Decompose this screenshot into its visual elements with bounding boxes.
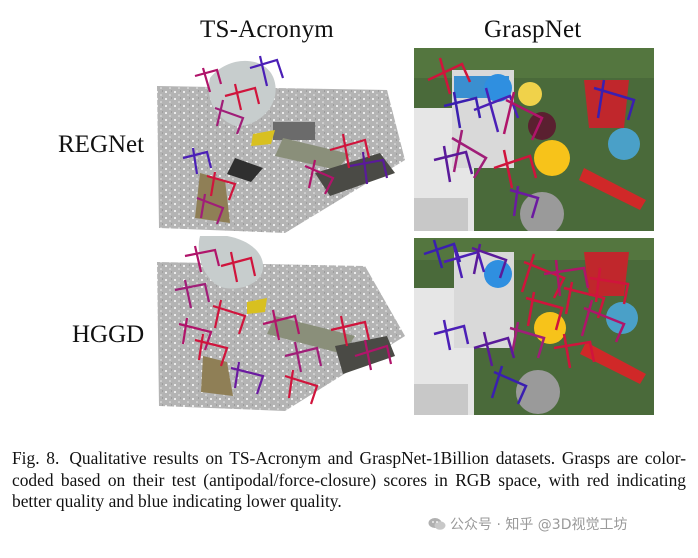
panel-regnet-ts-acronym bbox=[155, 48, 405, 233]
column-heading-ts-acronym: TS-Acronym bbox=[200, 16, 334, 43]
column-heading-graspnet: GraspNet bbox=[484, 16, 582, 43]
figure-caption: Fig. 8.Qualitative results on TS-Acronym… bbox=[12, 448, 686, 513]
row-label-hggd: HGGD bbox=[72, 321, 145, 348]
figure-label: Fig. 8. bbox=[12, 448, 60, 468]
caption-text: Qualitative results on TS-Acronym and Gr… bbox=[12, 448, 686, 511]
panel-regnet-graspnet bbox=[414, 48, 654, 231]
wechat-icon bbox=[428, 518, 446, 530]
panel-hggd-ts-acronym bbox=[155, 236, 405, 411]
watermark-text: 公众号 · 知乎 @3D视觉工坊 bbox=[450, 517, 628, 533]
row-label-regnet: REGNet bbox=[58, 131, 145, 158]
panel-hggd-graspnet bbox=[414, 238, 654, 415]
watermark: 公众号 · 知乎 @3D视觉工坊 bbox=[428, 514, 628, 534]
